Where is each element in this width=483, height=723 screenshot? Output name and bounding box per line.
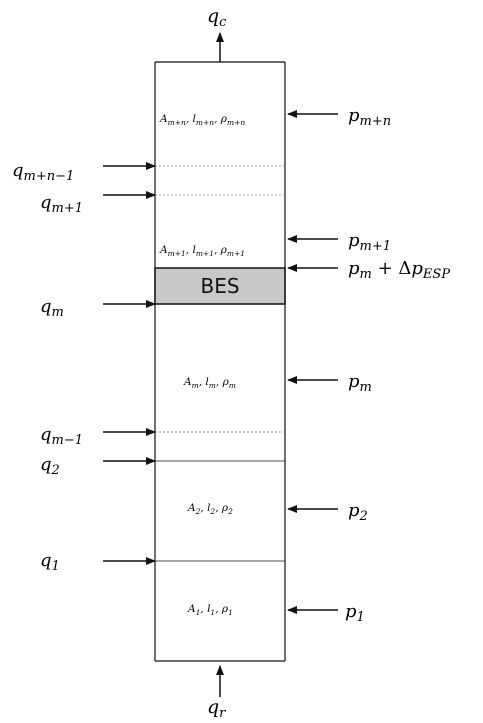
- pressure-label: pm+n: [348, 105, 391, 129]
- top-flow-label: qc: [207, 5, 227, 30]
- segment-label: A1, l1, ρ1: [187, 603, 233, 617]
- pressure-label: p1: [345, 601, 365, 625]
- segment-label: Am+1, lm+1, ρm+1: [159, 244, 245, 258]
- segment-label: Am, lm, ρm: [183, 376, 236, 390]
- segment-label: Am+n, lm+n, ρm+n: [159, 113, 245, 127]
- inflow-label: q1: [40, 550, 60, 574]
- pressure-label: pm: [348, 371, 372, 395]
- inflow-label: qm: [40, 296, 64, 320]
- pump-block: [154, 267, 286, 305]
- segment-label: A2, l2, ρ2: [187, 502, 233, 516]
- pump-label: BES: [200, 274, 239, 298]
- pressure-label-pump: pm + ΔpESP: [348, 258, 450, 282]
- inflow-label: qm+1: [40, 192, 83, 216]
- inflow-label: q2: [40, 454, 60, 478]
- pressure-label: p2: [348, 500, 368, 524]
- inflow-label: qm−1: [40, 424, 83, 448]
- pressure-label: pm+1: [348, 230, 391, 254]
- inflow-label: qm+n−1: [12, 160, 74, 184]
- bottom-flow-label: qr: [207, 696, 226, 721]
